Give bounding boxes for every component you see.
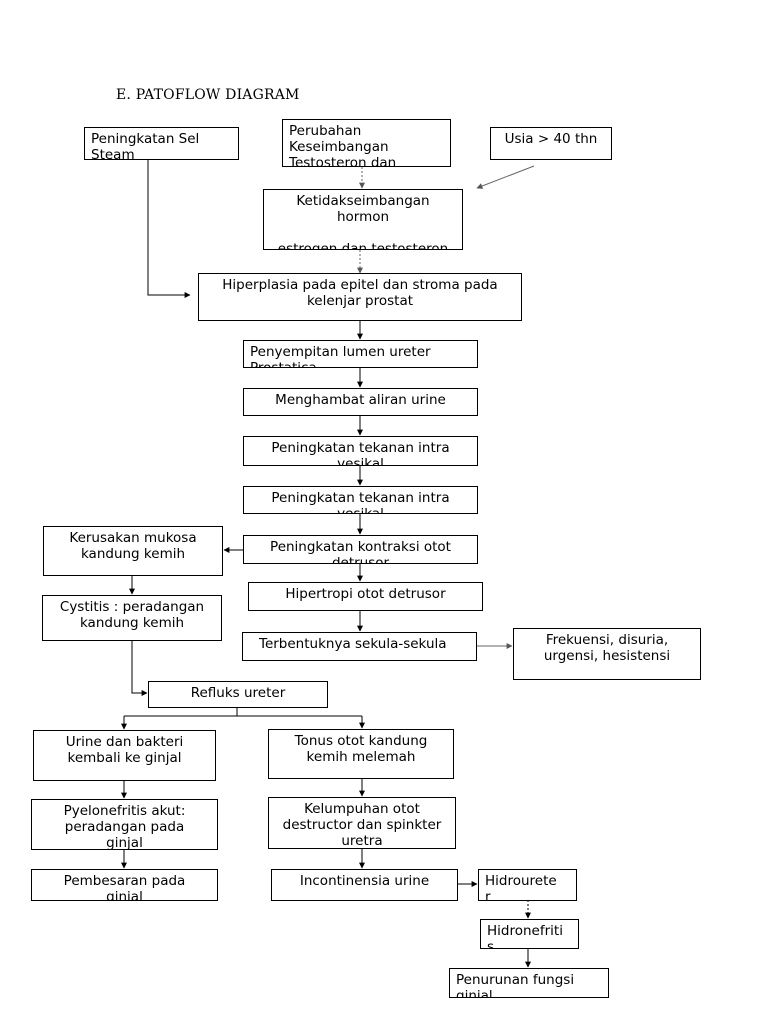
node-kontraksi: Peningkatan kontraksi otot detrusor [243,535,478,564]
node-hipertropi: Hipertropi otot detrusor [248,582,483,611]
node-kelumpuhan: Kelumpuhan otot destructor dan spinkter … [268,797,456,849]
node-pembesaran: Pembesaran pada ginjal [31,869,218,901]
node-sekula: Terbentuknya sekula-sekula [242,632,477,661]
node-kerusakan: Kerusakan mukosa kandung kemih [43,526,223,576]
node-penyempitan: Penyempitan lumen ureter Prostatica [243,340,478,368]
node-refluks: Refluks ureter [148,681,328,708]
node-hidroureter: Hidrourete r [478,869,577,901]
node-hidronefritis: Hidronefriti s [480,919,579,949]
node-perubahan: Perubahan Keseimbangan Testosteron dan [282,119,451,167]
node-cystitis: Cystitis : peradangan kandung kemih [42,595,222,641]
arrow-selsteam-hiperplasia [147,160,191,298]
node-penurunan: Penurunan fungsi ginjal [449,968,609,998]
node-ketidakseimbangan: Ketidakseimbangan hormon estrogen dan te… [263,189,463,250]
node-tonus: Tonus otot kandung kemih melemah [268,729,454,779]
arrow-usia-ketidakseimbangan [476,165,535,189]
node-sel-steam: Peningkatan Sel Steam [84,127,239,160]
node-tekanan-2: Peningkatan tekanan intra vesikal [243,486,478,514]
node-hiperplasia: Hiperplasia pada epitel dan stroma pada … [198,273,522,321]
connector-refluks-split [124,707,362,717]
arrow-cystitis-refluks [131,640,148,696]
node-urine-bakteri: Urine dan bakteri kembali ke ginjal [33,730,216,781]
node-frekuensi: Frekuensi, disuria, urgensi, hesistensi [513,628,701,680]
node-pyelonefritis: Pyelonefritis akut: peradangan pada ginj… [31,799,218,850]
node-tekanan-1: Peningkatan tekanan intra vesikal [243,436,478,466]
diagram-heading: E. PATOFLOW DIAGRAM [116,87,300,103]
node-usia: Usia > 40 thn [490,127,612,160]
node-incontinensia: Incontinensia urine [271,869,458,901]
node-menghambat: Menghambat aliran urine [243,388,478,416]
